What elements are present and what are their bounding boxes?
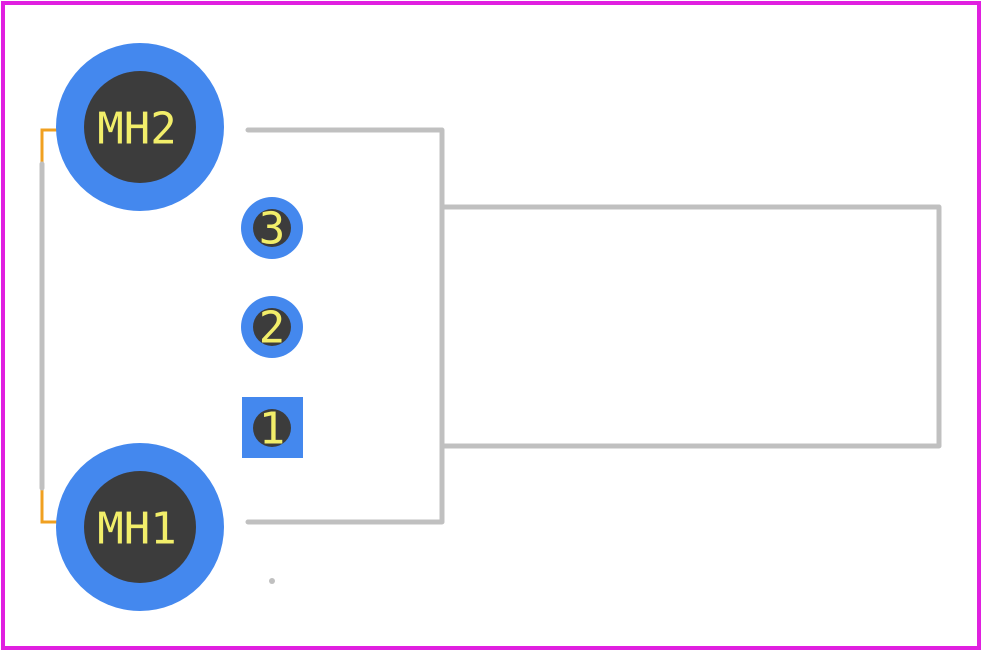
silkscreen-outline — [39, 127, 942, 525]
mounting-hole-label: MH1 — [97, 504, 176, 555]
pin-2-pad[interactable]: 2 — [241, 296, 303, 358]
mounting-hole-drill — [84, 471, 196, 583]
mounting-hole-drill — [84, 71, 196, 183]
pin-drill — [253, 409, 291, 447]
pin-drill — [253, 308, 291, 346]
pin1-marker-dot — [269, 578, 275, 584]
mounting-hole-label: MH2 — [97, 104, 176, 155]
pin-label: 1 — [259, 404, 286, 455]
pin-1-pad[interactable]: 1 — [242, 397, 303, 458]
pin-label: 3 — [259, 204, 286, 255]
silkscreen-plug-outline — [439, 204, 942, 449]
pin-drill — [253, 209, 291, 247]
pin-label: 2 — [259, 303, 286, 354]
mounting-hole-mh1[interactable]: MH1 — [56, 443, 224, 611]
silkscreen-housing — [245, 127, 445, 525]
mounting-hole-mh2[interactable]: MH2 — [56, 43, 224, 211]
pin-3-pad[interactable]: 3 — [241, 197, 303, 259]
